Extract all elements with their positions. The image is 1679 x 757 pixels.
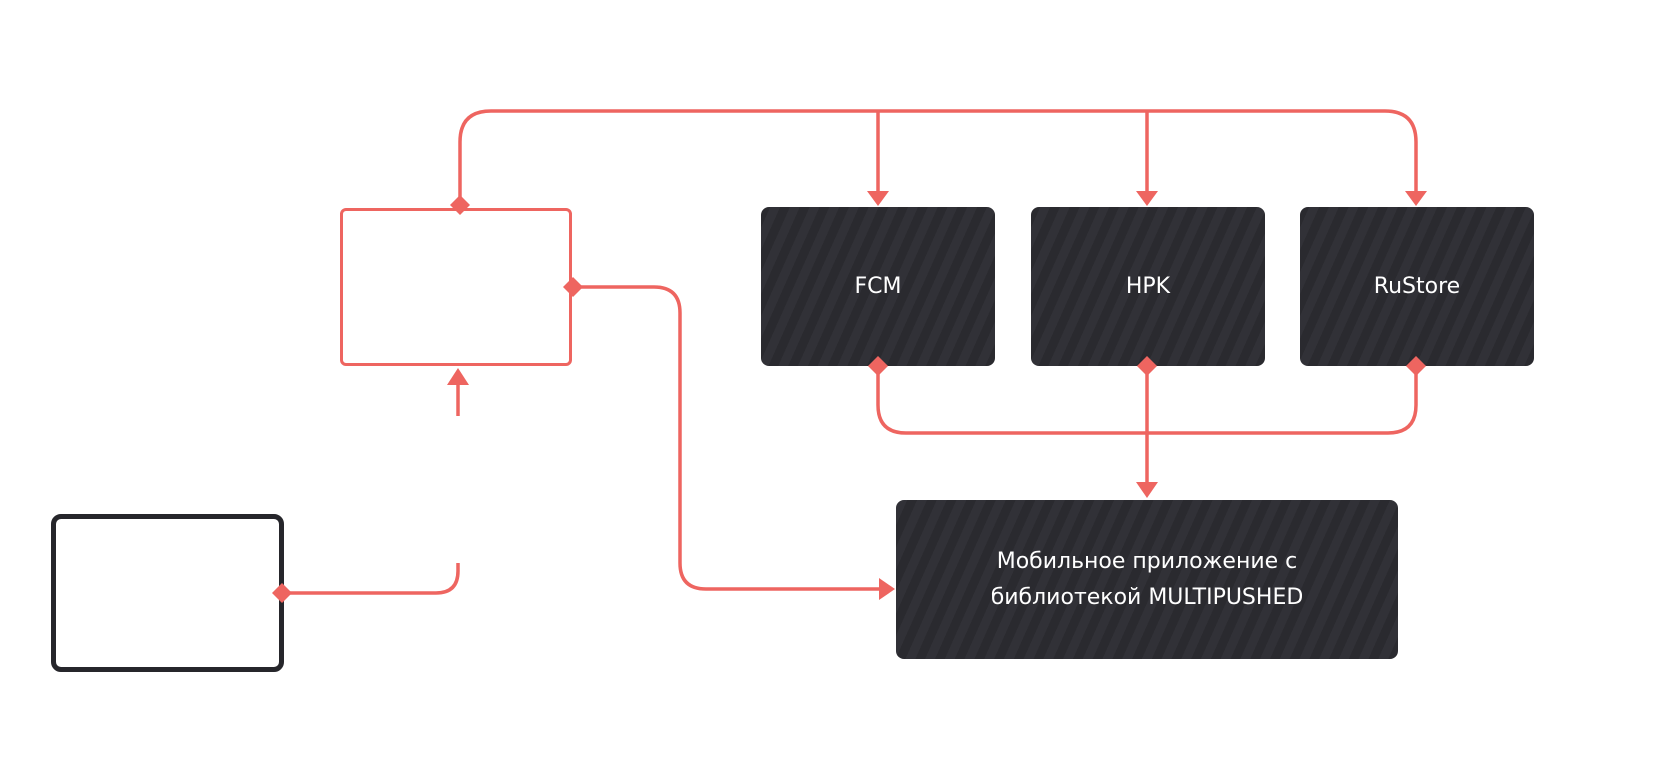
provider-label-hpk: HPK — [1125, 273, 1171, 299]
connector-providers-to-bus — [876, 368, 1418, 435]
provider-box-fcm[interactable]: FCM — [761, 207, 995, 366]
arrowhead-rustore — [1405, 191, 1427, 206]
provider-box-hpk[interactable]: HPK — [1031, 207, 1265, 366]
arrowhead-hpk — [1136, 191, 1158, 206]
arrowhead-app-left — [879, 578, 895, 600]
connector-client-to-server-low — [284, 563, 460, 595]
provider-box-rustore[interactable]: RuStore — [1300, 207, 1534, 366]
arrowhead-fcm — [867, 191, 889, 206]
connector-server-to-providers — [458, 109, 1418, 205]
provider-label-rustore: RuStore — [1373, 273, 1461, 299]
provider-label-fcm: FCM — [854, 273, 902, 299]
client-box[interactable] — [51, 514, 284, 672]
arrowhead-app-top — [1136, 482, 1158, 498]
mobile-app-label: Мобильное приложение с библиотекой MULTI… — [990, 548, 1304, 610]
mobile-app-box[interactable]: Мобильное приложение с библиотекой MULTI… — [896, 500, 1398, 659]
arrowhead-server-bottom — [447, 368, 469, 385]
server-box[interactable] — [340, 208, 572, 366]
